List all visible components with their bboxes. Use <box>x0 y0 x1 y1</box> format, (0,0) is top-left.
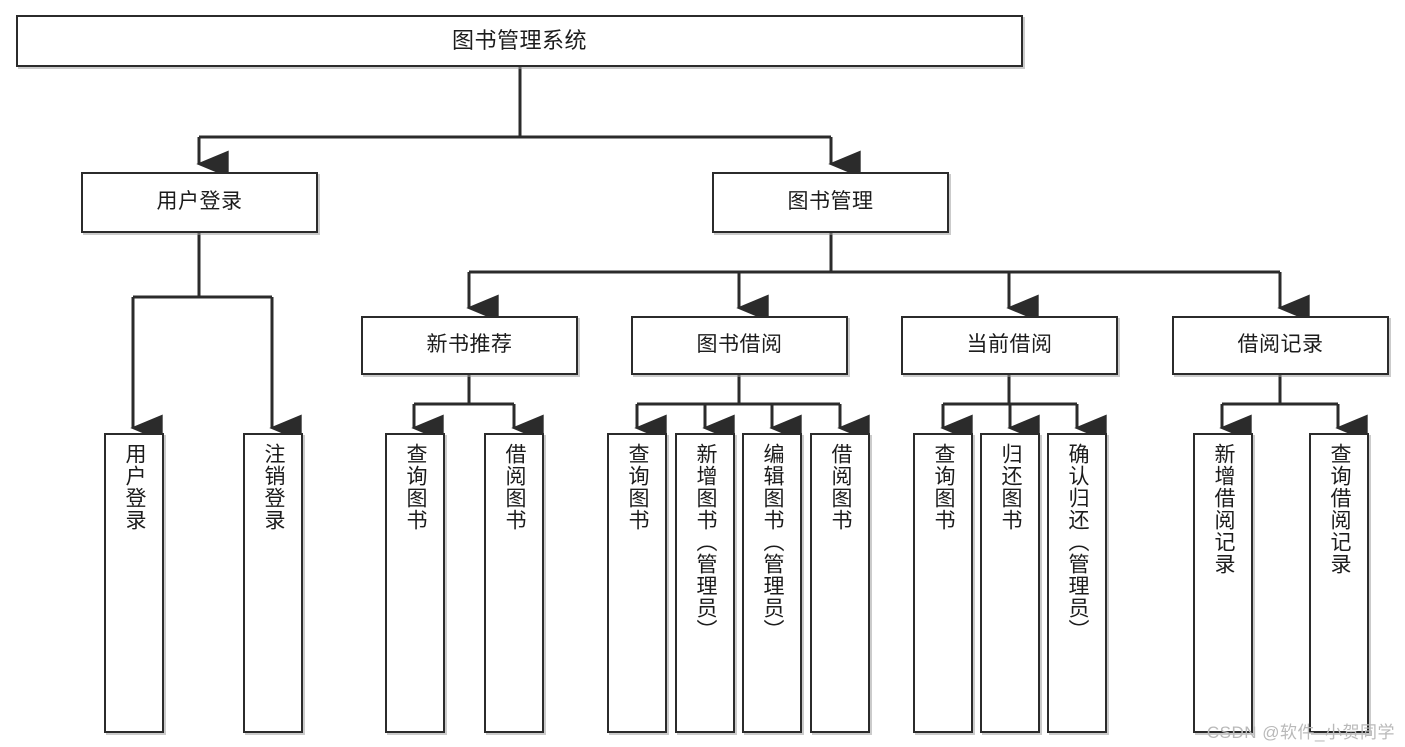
node-label: 新书推荐 <box>426 333 513 357</box>
node-label: 查询图书 <box>931 443 955 531</box>
node-book-borrow[interactable]: 图书借阅 <box>631 316 848 375</box>
node-label: 确认归还（管理员） <box>1065 443 1089 641</box>
leaf-user-logout[interactable]: 注销登录 <box>243 433 303 733</box>
node-label: 当前借阅 <box>966 333 1053 357</box>
node-label: 新增图书（管理员） <box>693 443 717 641</box>
leaf-borrow-query-book[interactable]: 查询图书 <box>607 433 667 733</box>
leaf-borrow-add-book-admin[interactable]: 新增图书（管理员） <box>675 433 735 733</box>
node-root-system[interactable]: 图书管理系统 <box>16 15 1023 67</box>
node-label: 用户登录 <box>156 190 243 214</box>
leaf-record-query-record[interactable]: 查询借阅记录 <box>1309 433 1369 733</box>
node-new-book-recommend[interactable]: 新书推荐 <box>361 316 578 375</box>
leaf-borrow-edit-book-admin[interactable]: 编辑图书（管理员） <box>742 433 802 733</box>
node-label: 借阅记录 <box>1237 333 1324 357</box>
node-label: 查询图书 <box>403 443 427 531</box>
node-label: 新增借阅记录 <box>1211 443 1235 575</box>
leaf-record-add-record[interactable]: 新增借阅记录 <box>1193 433 1253 733</box>
node-label: 查询借阅记录 <box>1327 443 1351 575</box>
node-label: 编辑图书（管理员） <box>760 443 784 641</box>
node-user-login[interactable]: 用户登录 <box>81 172 318 233</box>
leaf-current-query-book[interactable]: 查询图书 <box>913 433 973 733</box>
leaf-current-confirm-return-admin[interactable]: 确认归还（管理员） <box>1047 433 1107 733</box>
node-borrow-record[interactable]: 借阅记录 <box>1172 316 1389 375</box>
node-label: 注销登录 <box>261 443 285 531</box>
csdn-watermark: CSDN @软件_小贺同学 <box>1206 723 1395 742</box>
leaf-borrow-borrow-book[interactable]: 借阅图书 <box>810 433 870 733</box>
node-label: 图书借阅 <box>696 333 783 357</box>
node-label: 借阅图书 <box>502 443 526 531</box>
leaf-user-login[interactable]: 用户登录 <box>104 433 164 733</box>
node-label: 图书管理 <box>787 190 874 214</box>
node-label: 用户登录 <box>122 443 146 531</box>
node-label: 归还图书 <box>998 443 1022 531</box>
leaf-current-return-book[interactable]: 归还图书 <box>980 433 1040 733</box>
leaf-newbook-borrow-book[interactable]: 借阅图书 <box>484 433 544 733</box>
node-book-management[interactable]: 图书管理 <box>712 172 949 233</box>
node-current-borrow[interactable]: 当前借阅 <box>901 316 1118 375</box>
node-label: 查询图书 <box>625 443 649 531</box>
node-label: 图书管理系统 <box>451 28 587 54</box>
leaf-newbook-query-book[interactable]: 查询图书 <box>385 433 445 733</box>
node-label: 借阅图书 <box>828 443 852 531</box>
